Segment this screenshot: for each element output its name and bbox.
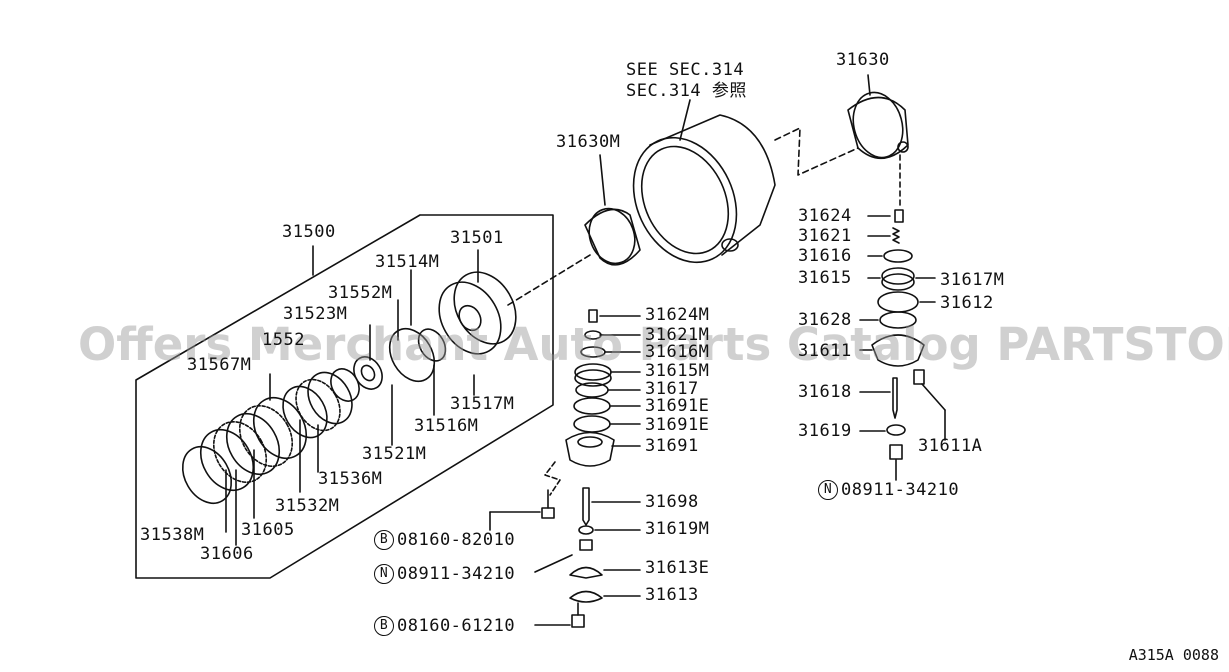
part-label-31500[interactable]: 31500 [282, 222, 336, 242]
bolt-part-number: 08160-61210 [397, 616, 516, 636]
part-label-31617[interactable]: 31617 [645, 379, 699, 399]
part-label-31621M[interactable]: 31621M [645, 325, 710, 345]
part-label-31517M[interactable]: 31517M [450, 394, 515, 414]
part-label-1552[interactable]: 1552 [262, 330, 305, 350]
part-label-31606[interactable]: 31606 [200, 544, 254, 564]
part-label-31618[interactable]: 31618 [798, 382, 852, 402]
part-label-31691E-b[interactable]: 31691E [645, 415, 710, 435]
part-label-31619M[interactable]: 31619M [645, 519, 710, 539]
watermark: Offers Merchant Auto Parts Catalog PARTS… [78, 318, 1229, 371]
part-label-31630[interactable]: 31630 [836, 50, 890, 70]
part-label-31613[interactable]: 31613 [645, 585, 699, 605]
figure-code: A315A 0088 [1128, 646, 1219, 664]
part-label-31613E[interactable]: 31613E [645, 558, 710, 578]
part-label-31516M[interactable]: 31516M [414, 416, 479, 436]
part-label-31691E-a[interactable]: 31691E [645, 396, 710, 416]
nut-marker-icon: N [818, 480, 838, 500]
part-label-31619[interactable]: 31619 [798, 421, 852, 441]
part-label-31615[interactable]: 31615 [798, 268, 852, 288]
part-label-31521M[interactable]: 31521M [362, 444, 427, 464]
part-label-31621[interactable]: 31621 [798, 226, 852, 246]
bolt-marker-icon: B [374, 616, 394, 636]
nut-part-number: 08911-34210 [841, 480, 960, 500]
part-label-31538M[interactable]: 31538M [140, 525, 205, 545]
part-label-31617M[interactable]: 31617M [940, 270, 1005, 290]
part-label-31514M[interactable]: 31514M [375, 252, 440, 272]
part-label-31691[interactable]: 31691 [645, 436, 699, 456]
part-label-31536M[interactable]: 31536M [318, 469, 383, 489]
part-label-31630M[interactable]: 31630M [556, 132, 621, 152]
part-label-31611A[interactable]: 31611A [918, 436, 983, 456]
part-label-31624M[interactable]: 31624M [645, 305, 710, 325]
part-label-31698[interactable]: 31698 [645, 492, 699, 512]
part-label-31628[interactable]: 31628 [798, 310, 852, 330]
nut-marker-icon: N [374, 564, 394, 584]
part-label-31532M[interactable]: 31532M [275, 496, 340, 516]
part-label-31605[interactable]: 31605 [241, 520, 295, 540]
part-label-31567M[interactable]: 31567M [187, 355, 252, 375]
assembly-frame [135, 214, 554, 579]
part-label-31552M[interactable]: 31552M [328, 283, 393, 303]
see-section-note-jp[interactable]: SEC.314 参照 [626, 81, 747, 101]
part-label-31612[interactable]: 31612 [940, 293, 994, 313]
see-section-note[interactable]: SEE SEC.314 [626, 60, 745, 80]
part-label-31616[interactable]: 31616 [798, 246, 852, 266]
part-label-31616M[interactable]: 31616M [645, 342, 710, 362]
part-label-31611[interactable]: 31611 [798, 341, 852, 361]
bolt-part-number: 08160-82010 [397, 530, 516, 550]
part-label-31615M[interactable]: 31615M [645, 361, 710, 381]
nut-part-number: 08911-34210 [397, 564, 516, 584]
bolt-marker-icon: B [374, 530, 394, 550]
part-label-31501[interactable]: 31501 [450, 228, 504, 248]
part-label-31523M[interactable]: 31523M [283, 304, 348, 324]
part-label-31624[interactable]: 31624 [798, 206, 852, 226]
